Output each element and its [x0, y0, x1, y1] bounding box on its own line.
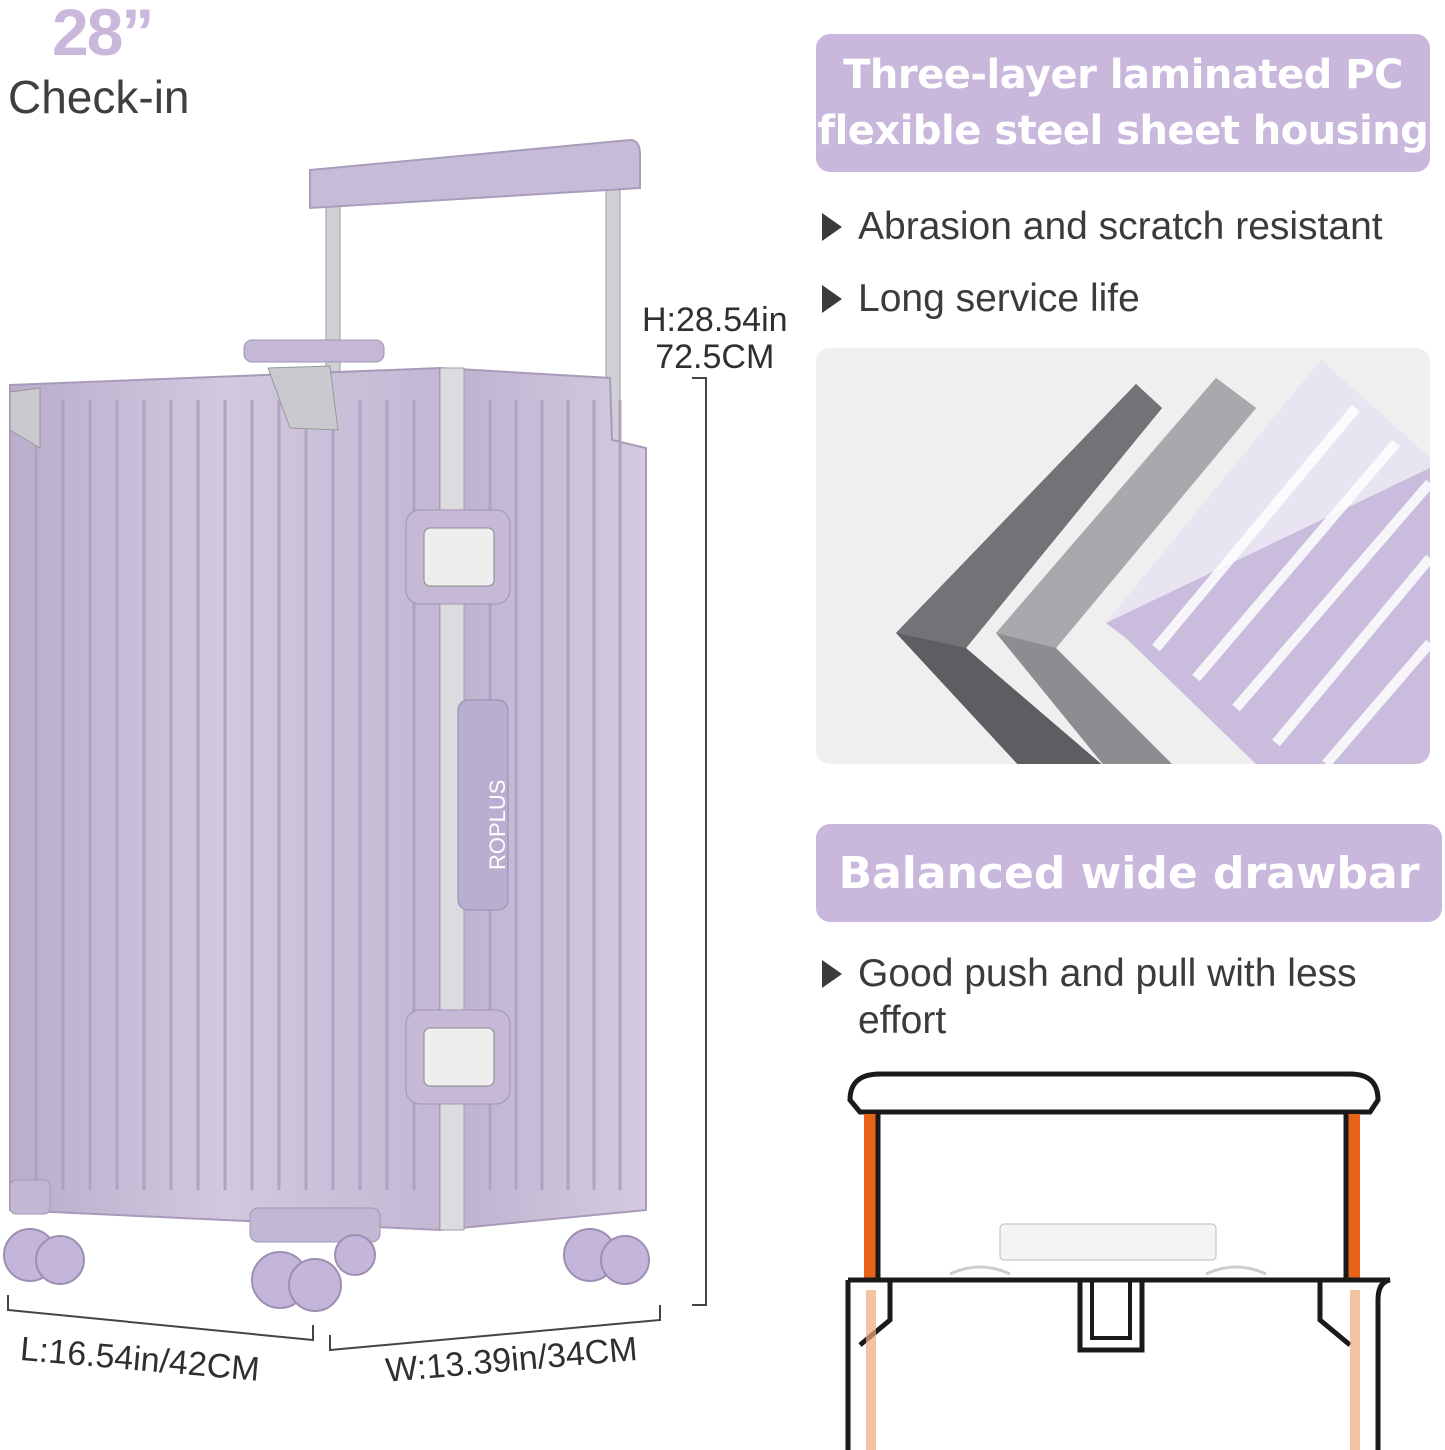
size-number: 28”: [52, 0, 154, 69]
housing-feature-banner: Three-layer laminated PC flexible steel …: [816, 34, 1430, 172]
housing-bullet: Long service life: [822, 275, 1442, 322]
housing-bullet: Abrasion and scratch resistant: [822, 203, 1442, 250]
drawbar-diagram: [845, 1071, 1391, 1450]
housing-title-line1: Three-layer laminated PC: [843, 52, 1403, 98]
suitcase-illustration: ROPLUS: [3, 138, 707, 1352]
drawbar-bullet: Good push and pull with less effort: [822, 950, 1422, 1044]
drawbar-bullet-text: Good push and pull with less effort: [858, 952, 1357, 1042]
layers-illustration: [816, 348, 1430, 764]
height-dimension: H:28.54in 72.5CM: [642, 302, 788, 376]
bullet-triangle-icon: [822, 213, 842, 241]
brand-mark: ROPLUS: [485, 780, 510, 870]
size-label: Check-in: [8, 71, 190, 123]
housing-bullet-text: Abrasion and scratch resistant: [858, 205, 1383, 248]
bullet-triangle-icon: [822, 285, 842, 313]
housing-title-line2: flexible steel sheet housing: [817, 108, 1429, 154]
height-in: H:28.54in: [642, 301, 788, 339]
drawbar-title: Balanced wide drawbar: [838, 847, 1420, 899]
housing-bullet-text: Long service life: [858, 277, 1140, 320]
height-cm: 72.5CM: [655, 338, 775, 376]
drawbar-feature-banner: Balanced wide drawbar: [816, 824, 1442, 922]
bullet-triangle-icon: [822, 960, 842, 988]
